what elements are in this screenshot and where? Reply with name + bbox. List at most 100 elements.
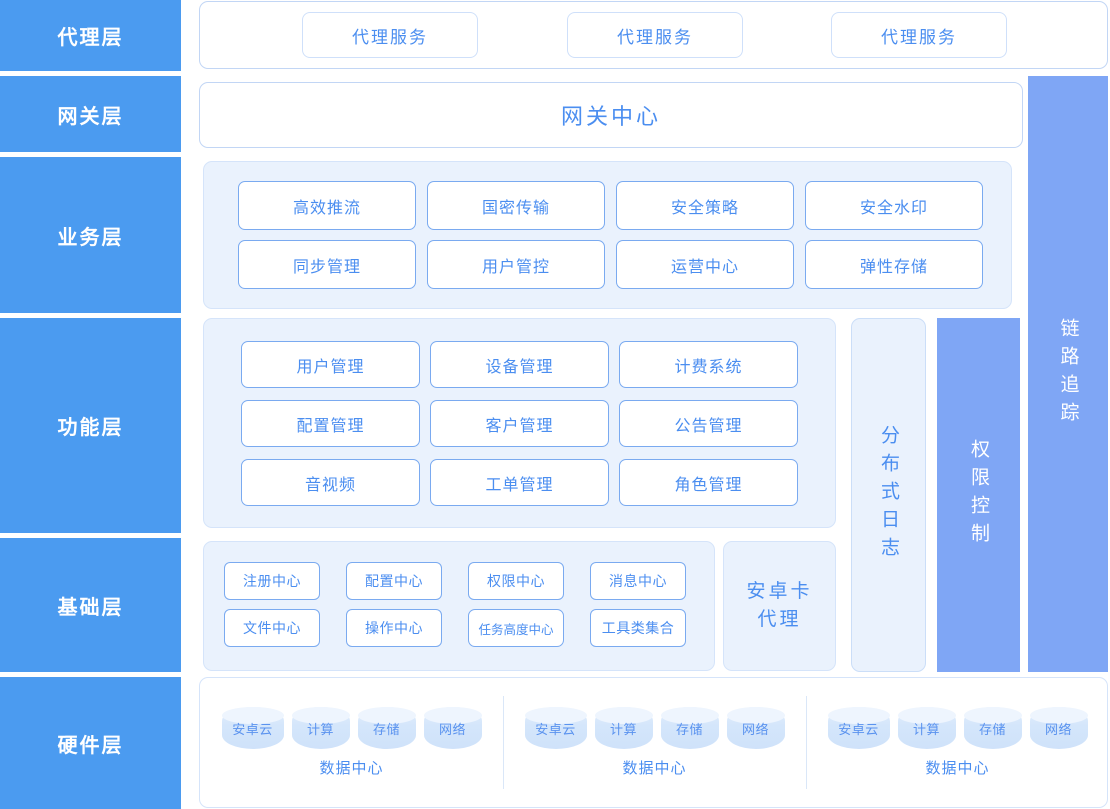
proxy-service-card-1[interactable]: 代理服务: [302, 12, 478, 58]
data-center-group-1: 安卓云 计算 存储 网络 数据中心: [200, 678, 503, 807]
node-compute[interactable]: 计算: [594, 707, 653, 749]
distributed-log-column[interactable]: 分布式日志: [851, 318, 926, 672]
node-network[interactable]: 网络: [423, 707, 482, 749]
data-center-divider-1: [503, 696, 504, 789]
function-card-label: 公告管理: [674, 417, 743, 435]
function-card-role-management[interactable]: 角色管理: [619, 459, 798, 506]
android-card-proxy-label-line1: 安卓卡: [746, 580, 813, 602]
proxy-service-card-3[interactable]: 代理服务: [831, 12, 1007, 58]
node-android-cloud[interactable]: 安卓云: [221, 707, 284, 749]
function-card-label: 用户管理: [296, 358, 365, 376]
sidebar-item-label: 代理层: [57, 27, 124, 49]
function-card-label: 计费系统: [674, 358, 743, 376]
base-card-config-center[interactable]: 配置中心: [346, 562, 442, 600]
node-android-cloud[interactable]: 安卓云: [827, 707, 890, 749]
sidebar-item-business-layer[interactable]: 业务层: [0, 157, 181, 313]
base-card-label: 消息中心: [609, 573, 667, 589]
data-center-group-2: 安卓云 计算 存储 网络 数据中心: [503, 678, 806, 807]
base-card-label: 工具类集合: [601, 620, 675, 636]
base-card-label: 配置中心: [365, 573, 423, 589]
sidebar-item-label: 功能层: [57, 417, 124, 439]
business-card-security-policy[interactable]: 安全策略: [616, 181, 794, 230]
business-card-operation-center[interactable]: 运营中心: [616, 240, 794, 289]
base-card-tool-collection[interactable]: 工具类集合: [590, 609, 686, 647]
node-storage[interactable]: 存储: [660, 707, 719, 749]
base-card-registry-center[interactable]: 注册中心: [224, 562, 320, 600]
android-card-proxy-label-line2: 代理: [757, 609, 802, 630]
node-android-cloud[interactable]: 安卓云: [524, 707, 587, 749]
data-center-divider-2: [806, 696, 807, 789]
link-tracing-column[interactable]: 链路追踪: [1028, 76, 1108, 672]
sidebar-item-label: 硬件层: [57, 734, 124, 757]
data-center-nodes: 安卓云 计算 存储 网络: [827, 707, 1088, 749]
function-card-user-management[interactable]: 用户管理: [241, 341, 420, 388]
base-card-operation-center[interactable]: 操作中心: [346, 609, 442, 647]
business-card-label: 同步管理: [292, 258, 361, 276]
node-compute[interactable]: 计算: [897, 707, 956, 749]
business-card-label: 运营中心: [670, 258, 739, 276]
data-center-name: 数据中心: [319, 760, 384, 777]
proxy-service-label: 代理服务: [881, 27, 957, 47]
function-card-label: 配置管理: [296, 417, 365, 435]
hardware-layer-panel: 安卓云 计算 存储 网络 数据中心 安卓云 计算 存储 网络: [199, 677, 1108, 808]
distributed-log-label: 分布式日志: [878, 425, 899, 565]
function-card-label: 客户管理: [485, 417, 554, 435]
sidebar-item-label: 网关层: [57, 105, 124, 128]
business-card-sm-transport[interactable]: 国密传输: [427, 181, 605, 230]
business-card-security-watermark[interactable]: 安全水印: [805, 181, 983, 230]
permission-control-column[interactable]: 权限控制: [937, 318, 1020, 672]
proxy-service-card-2[interactable]: 代理服务: [567, 12, 743, 58]
data-center-name: 数据中心: [622, 760, 687, 777]
function-card-ticket-management[interactable]: 工单管理: [430, 459, 609, 506]
gateway-center-label: 网关中心: [560, 104, 661, 129]
business-card-sync-management[interactable]: 同步管理: [238, 240, 416, 289]
node-network[interactable]: 网络: [726, 707, 785, 749]
base-card-label: 文件中心: [243, 620, 301, 636]
business-card-label: 用户管控: [481, 258, 550, 276]
node-storage[interactable]: 存储: [357, 707, 416, 749]
base-card-file-center[interactable]: 文件中心: [224, 609, 320, 647]
base-card-label: 操作中心: [365, 620, 423, 636]
sidebar-item-base-layer[interactable]: 基础层: [0, 538, 181, 672]
function-card-billing-system[interactable]: 计费系统: [619, 341, 798, 388]
node-storage[interactable]: 存储: [963, 707, 1022, 749]
android-card-proxy-card[interactable]: 安卓卡 代理: [723, 541, 836, 671]
base-card-task-schedule-center[interactable]: 任务高度中心: [468, 609, 564, 647]
data-center-nodes: 安卓云 计算 存储 网络: [524, 707, 785, 749]
business-card-label: 弹性存储: [859, 258, 928, 276]
sidebar-item-hardware-layer[interactable]: 硬件层: [0, 677, 181, 809]
business-card-user-control[interactable]: 用户管控: [427, 240, 605, 289]
function-card-config-management[interactable]: 配置管理: [241, 400, 420, 447]
function-card-label: 设备管理: [485, 358, 554, 376]
link-tracing-label: 链路追踪: [1057, 318, 1079, 430]
sidebar-item-gateway-layer[interactable]: 网关层: [0, 76, 181, 152]
base-card-permission-center[interactable]: 权限中心: [468, 562, 564, 600]
base-card-label: 权限中心: [487, 573, 545, 589]
sidebar-item-function-layer[interactable]: 功能层: [0, 318, 181, 533]
business-card-label: 安全水印: [859, 199, 928, 217]
sidebar-item-label: 业务层: [57, 226, 124, 249]
node-compute[interactable]: 计算: [291, 707, 350, 749]
base-card-label: 任务高度中心: [478, 622, 554, 637]
business-card-efficient-streaming[interactable]: 高效推流: [238, 181, 416, 230]
function-card-device-management[interactable]: 设备管理: [430, 341, 609, 388]
function-card-customer-management[interactable]: 客户管理: [430, 400, 609, 447]
proxy-service-label: 代理服务: [617, 27, 693, 47]
node-network[interactable]: 网络: [1029, 707, 1088, 749]
business-card-elastic-storage[interactable]: 弹性存储: [805, 240, 983, 289]
function-card-audio-video[interactable]: 音视频: [241, 459, 420, 506]
data-center-group-3: 安卓云 计算 存储 网络 数据中心: [806, 678, 1109, 807]
function-card-label: 角色管理: [674, 476, 743, 494]
data-center-nodes: 安卓云 计算 存储 网络: [221, 707, 482, 749]
business-card-label: 安全策略: [670, 199, 739, 217]
business-card-label: 高效推流: [292, 199, 361, 217]
function-card-announcement-management[interactable]: 公告管理: [619, 400, 798, 447]
proxy-service-label: 代理服务: [352, 27, 428, 47]
base-card-message-center[interactable]: 消息中心: [590, 562, 686, 600]
business-card-label: 国密传输: [481, 199, 550, 217]
permission-control-label: 权限控制: [968, 439, 989, 551]
sidebar-item-proxy-layer[interactable]: 代理层: [0, 0, 181, 71]
gateway-center-card[interactable]: 网关中心: [199, 82, 1023, 148]
base-card-label: 注册中心: [243, 573, 301, 589]
